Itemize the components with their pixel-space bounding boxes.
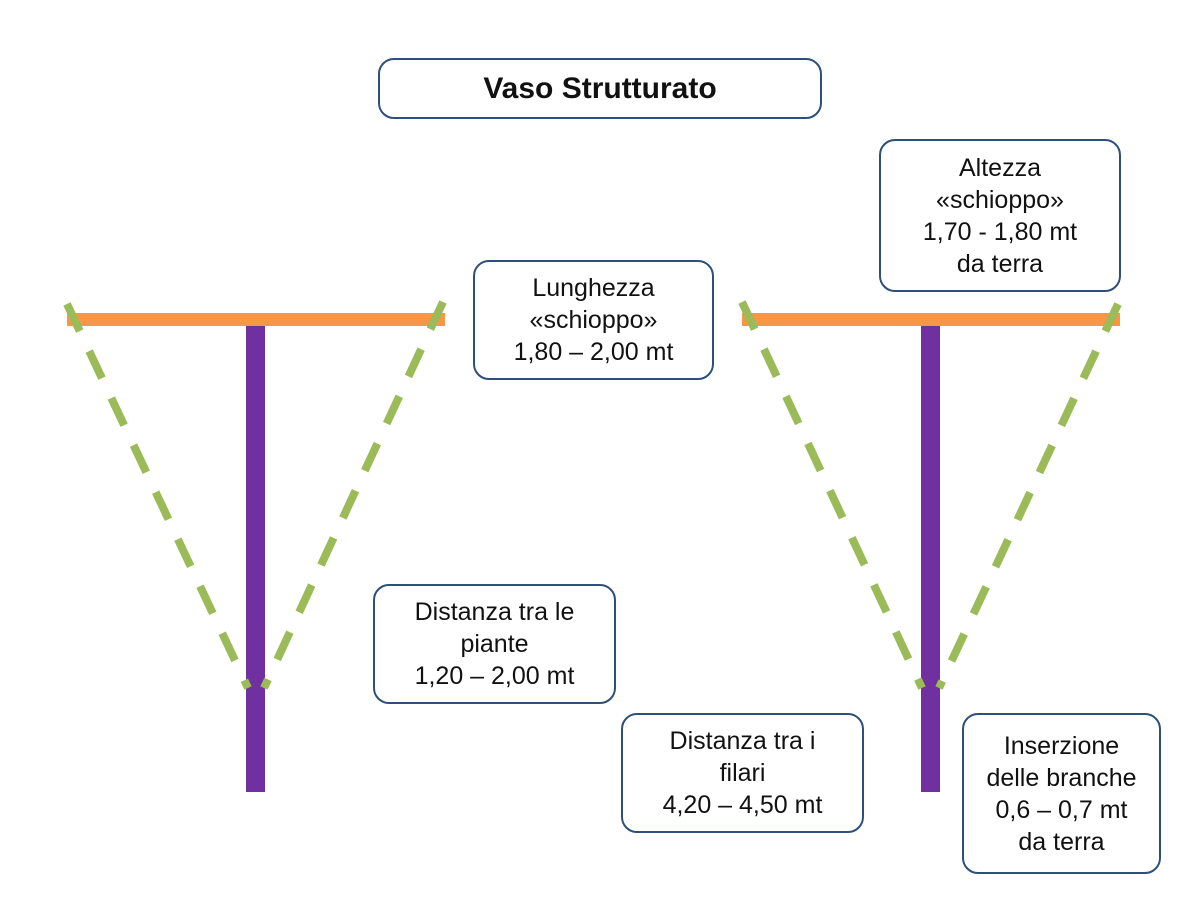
altezza-box: Altezza «schioppo» 1,70 - 1,80 mt da ter…	[879, 139, 1121, 292]
left-trunk	[246, 326, 265, 792]
left-branch-right	[260, 300, 447, 690]
left-arm	[67, 313, 445, 326]
label-line: Distanza tra le	[414, 598, 575, 626]
label-line: filari	[719, 759, 766, 787]
label-line: «schioppo»	[936, 185, 1064, 214]
right-arm	[742, 313, 1120, 326]
diagram-title: Vaso Strutturato	[483, 71, 717, 105]
label-line: 1,70 - 1,80 mt	[922, 217, 1078, 246]
label-line: 1,80 – 2,00 mt	[513, 338, 674, 366]
right-branch-left	[738, 300, 926, 690]
label-line: Inserzione	[1003, 731, 1120, 760]
right-branch-right	[935, 302, 1122, 690]
label-line: Altezza	[959, 153, 1041, 182]
title-box: Vaso Strutturato	[378, 58, 822, 119]
lunghezza-box: Lunghezza «schioppo» 1,80 – 2,00 mt	[473, 260, 714, 380]
label-line: 1,20 – 2,00 mt	[414, 662, 575, 690]
label-line: 0,6 – 0,7 mt	[995, 795, 1128, 824]
label-line: Distanza tra i	[669, 727, 816, 755]
label-line: piante	[460, 630, 529, 658]
label-line: delle branche	[986, 763, 1137, 792]
label-line: da terra	[956, 249, 1044, 278]
right-tree	[738, 300, 1122, 792]
label-line: Lunghezza	[532, 274, 655, 302]
label-line: «schioppo»	[529, 306, 658, 334]
left-tree	[63, 300, 447, 792]
label-line: 4,20 – 4,50 mt	[662, 791, 823, 819]
distanza-piante-box: Distanza tra le piante 1,20 – 2,00 mt	[373, 584, 616, 704]
label-line: da terra	[1018, 827, 1105, 856]
left-branch-left	[63, 302, 252, 690]
distanza-filari-box: Distanza tra i filari 4,20 – 4,50 mt	[621, 713, 864, 833]
right-trunk	[921, 326, 940, 792]
inserzione-box: Inserzione delle branche 0,6 – 0,7 mt da…	[962, 713, 1161, 874]
